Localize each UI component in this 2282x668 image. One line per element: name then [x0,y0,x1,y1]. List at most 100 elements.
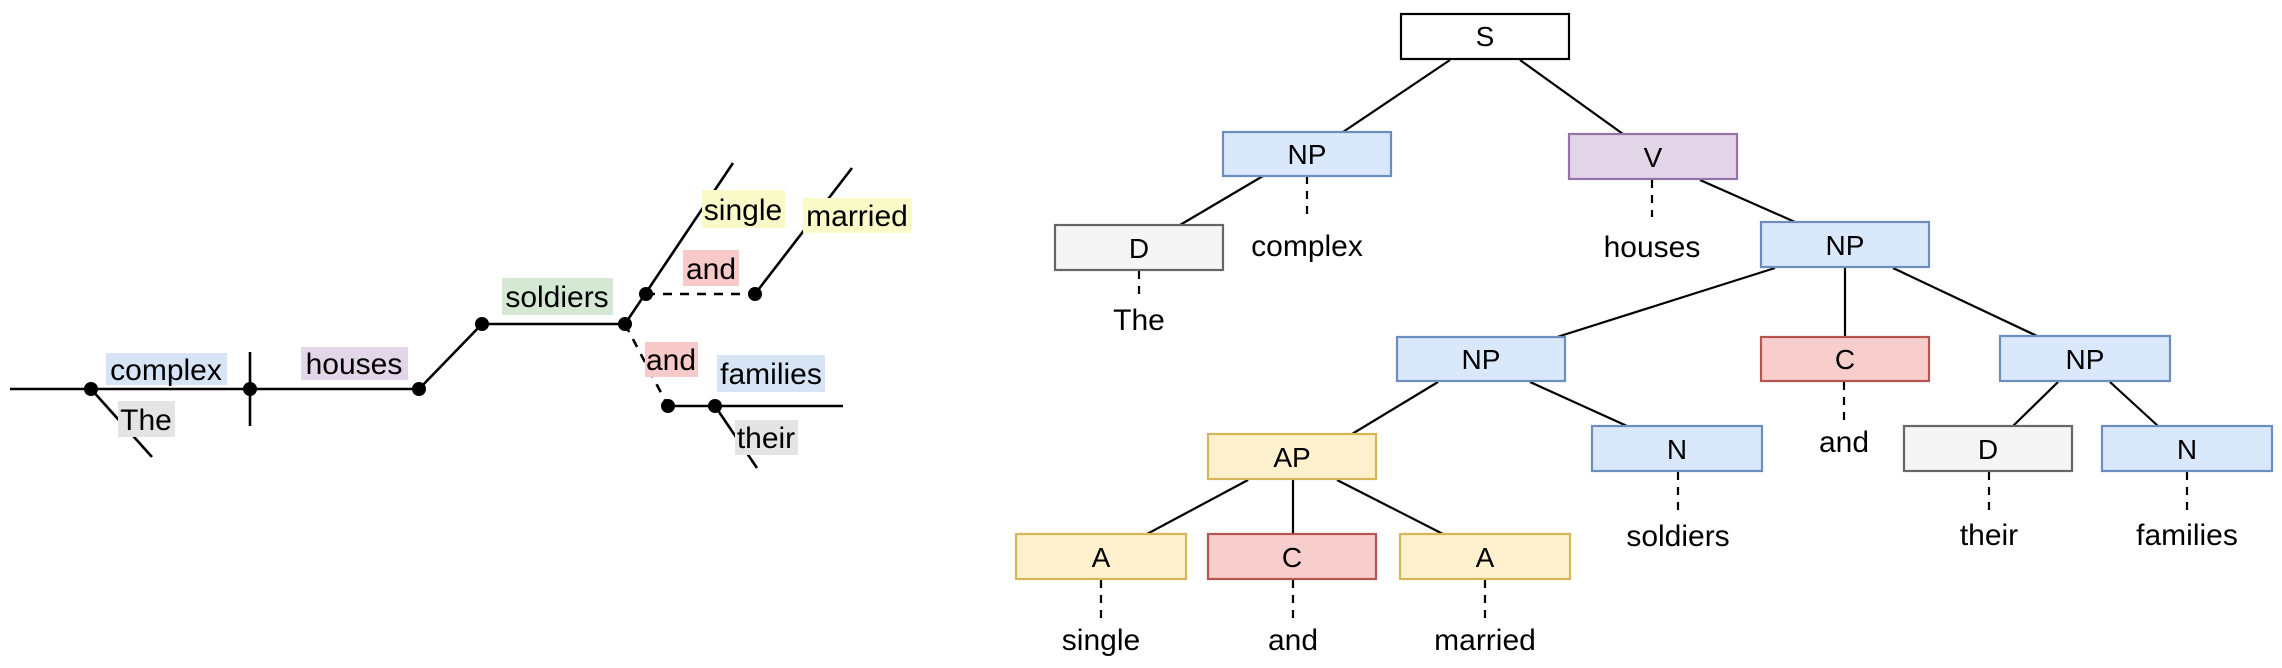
word-and-lower: and [645,342,698,377]
junction-dot-married [748,287,762,301]
junction-dot-branch [618,317,632,331]
node-label-c-object: C [1835,344,1855,375]
junction-dot-their [708,399,722,413]
tree-leaf-and-ap: and [1268,624,1318,657]
tree-leaf-married: married [1434,624,1536,657]
tree-node-n-mid: N [1590,424,1764,473]
tree-node-n-right: N [2100,424,2274,473]
tree-node-np-right: NP [1998,334,2172,383]
edge-np-mid-ap [1351,381,1439,435]
tree-leaf-their: their [1960,519,2018,552]
word-label-complex: complex [110,354,222,387]
node-box-np-subject [1221,130,1393,178]
edge-ap-a2 [1336,479,1444,535]
highlight-houses [301,347,408,380]
adjective-slant-single [623,162,735,325]
node-label-s: S [1476,21,1495,52]
node-box-c-object [1759,335,1931,383]
word-label-the: The [120,404,172,437]
node-label-a1: A [1092,542,1111,573]
tree-node-c-object: C [1759,335,1931,383]
node-box-a2 [1398,532,1572,581]
tree-node-d-right: D [1902,424,2074,473]
tree-leaf-houses: houses [1604,231,1701,264]
word-the: The [118,401,175,437]
highlight-their [735,420,798,455]
word-label-single: single [704,194,782,227]
node-box-ap [1206,432,1378,481]
junction-dot-object-left [475,317,489,331]
highlight-soldiers [502,278,613,315]
tree-node-a1: A [1014,532,1188,581]
node-box-np-object [1759,220,1931,269]
tree-leaf-single: single [1062,624,1140,657]
highlight-and-upper [683,250,739,286]
junction-dot-divider [243,382,257,396]
junction-dot-single [639,287,653,301]
tree-node-np-object: NP [1759,220,1931,269]
edge-np-object-np-mid [1556,266,1776,339]
word-their: their [735,420,798,455]
reed-kellogg-diagram: complex The houses soldiers single marri… [10,162,912,469]
word-single: single [702,190,785,228]
highlight-families [717,355,825,392]
node-label-a2: A [1476,542,1495,573]
node-label-d-right: D [1978,434,1998,465]
edge-s-np-subject [1342,59,1451,133]
edge-np-mid-n [1529,380,1628,428]
node-box-a1 [1014,532,1188,581]
highlight-married [803,198,912,233]
node-box-c-ap [1206,532,1378,581]
node-label-np-mid: NP [1462,344,1501,375]
tree-node-np-subject: NP [1221,130,1393,178]
edge-np-subject-d [1179,175,1264,226]
word-complex: complex [106,353,227,387]
node-label-d-subject: D [1129,233,1149,264]
edge-np-right-d [2012,381,2059,427]
tree-node-s: S [1399,12,1571,61]
node-box-s [1399,12,1571,61]
word-label-their: their [737,422,795,455]
word-label-houses: houses [306,348,403,381]
node-box-n-mid [1590,424,1764,473]
junction-dot-riser [412,382,426,396]
node-label-n-right: N [2177,434,2197,465]
edge-np-right-n [2109,381,2159,427]
word-and-upper: and [683,250,739,286]
word-label-married: married [806,200,908,233]
edge-np-object-np-right [1892,267,2038,337]
tree-leaf-the: The [1113,304,1165,337]
highlight-single [702,190,785,228]
highlight-complex [106,353,227,385]
riser-to-object-line [418,323,483,390]
word-soldiers: soldiers [502,278,613,315]
word-label-and-upper: and [686,253,736,286]
word-label-and-lower: and [646,344,696,377]
word-married: married [803,198,912,233]
node-label-n-mid: N [1667,434,1687,465]
node-label-v: V [1644,142,1663,173]
tree-node-v: V [1567,132,1739,181]
tree-node-np-mid: NP [1395,335,1567,383]
node-label-ap: AP [1273,442,1310,473]
node-label-np-object: NP [1826,230,1865,261]
tree-leaf-soldiers: soldiers [1626,520,1729,553]
node-label-c-ap: C [1282,542,1302,573]
tree-node-c-ap: C [1206,532,1378,581]
word-label-families: families [720,358,822,391]
node-box-d-right [1902,424,2074,473]
highlight-and-lower [645,342,698,377]
word-label-soldiers: soldiers [505,281,608,314]
edge-v-np-object [1699,178,1796,224]
node-box-v [1567,132,1739,181]
node-label-np-subject: NP [1288,139,1327,170]
node-box-np-mid [1395,335,1567,383]
node-box-d-subject [1053,223,1225,272]
parse-tree: S NP V D NP NP C NP [1014,12,2274,657]
word-families: families [717,355,825,392]
junction-dot-families-left [661,399,675,413]
node-box-n-right [2100,424,2274,473]
tree-node-ap: AP [1206,432,1378,481]
